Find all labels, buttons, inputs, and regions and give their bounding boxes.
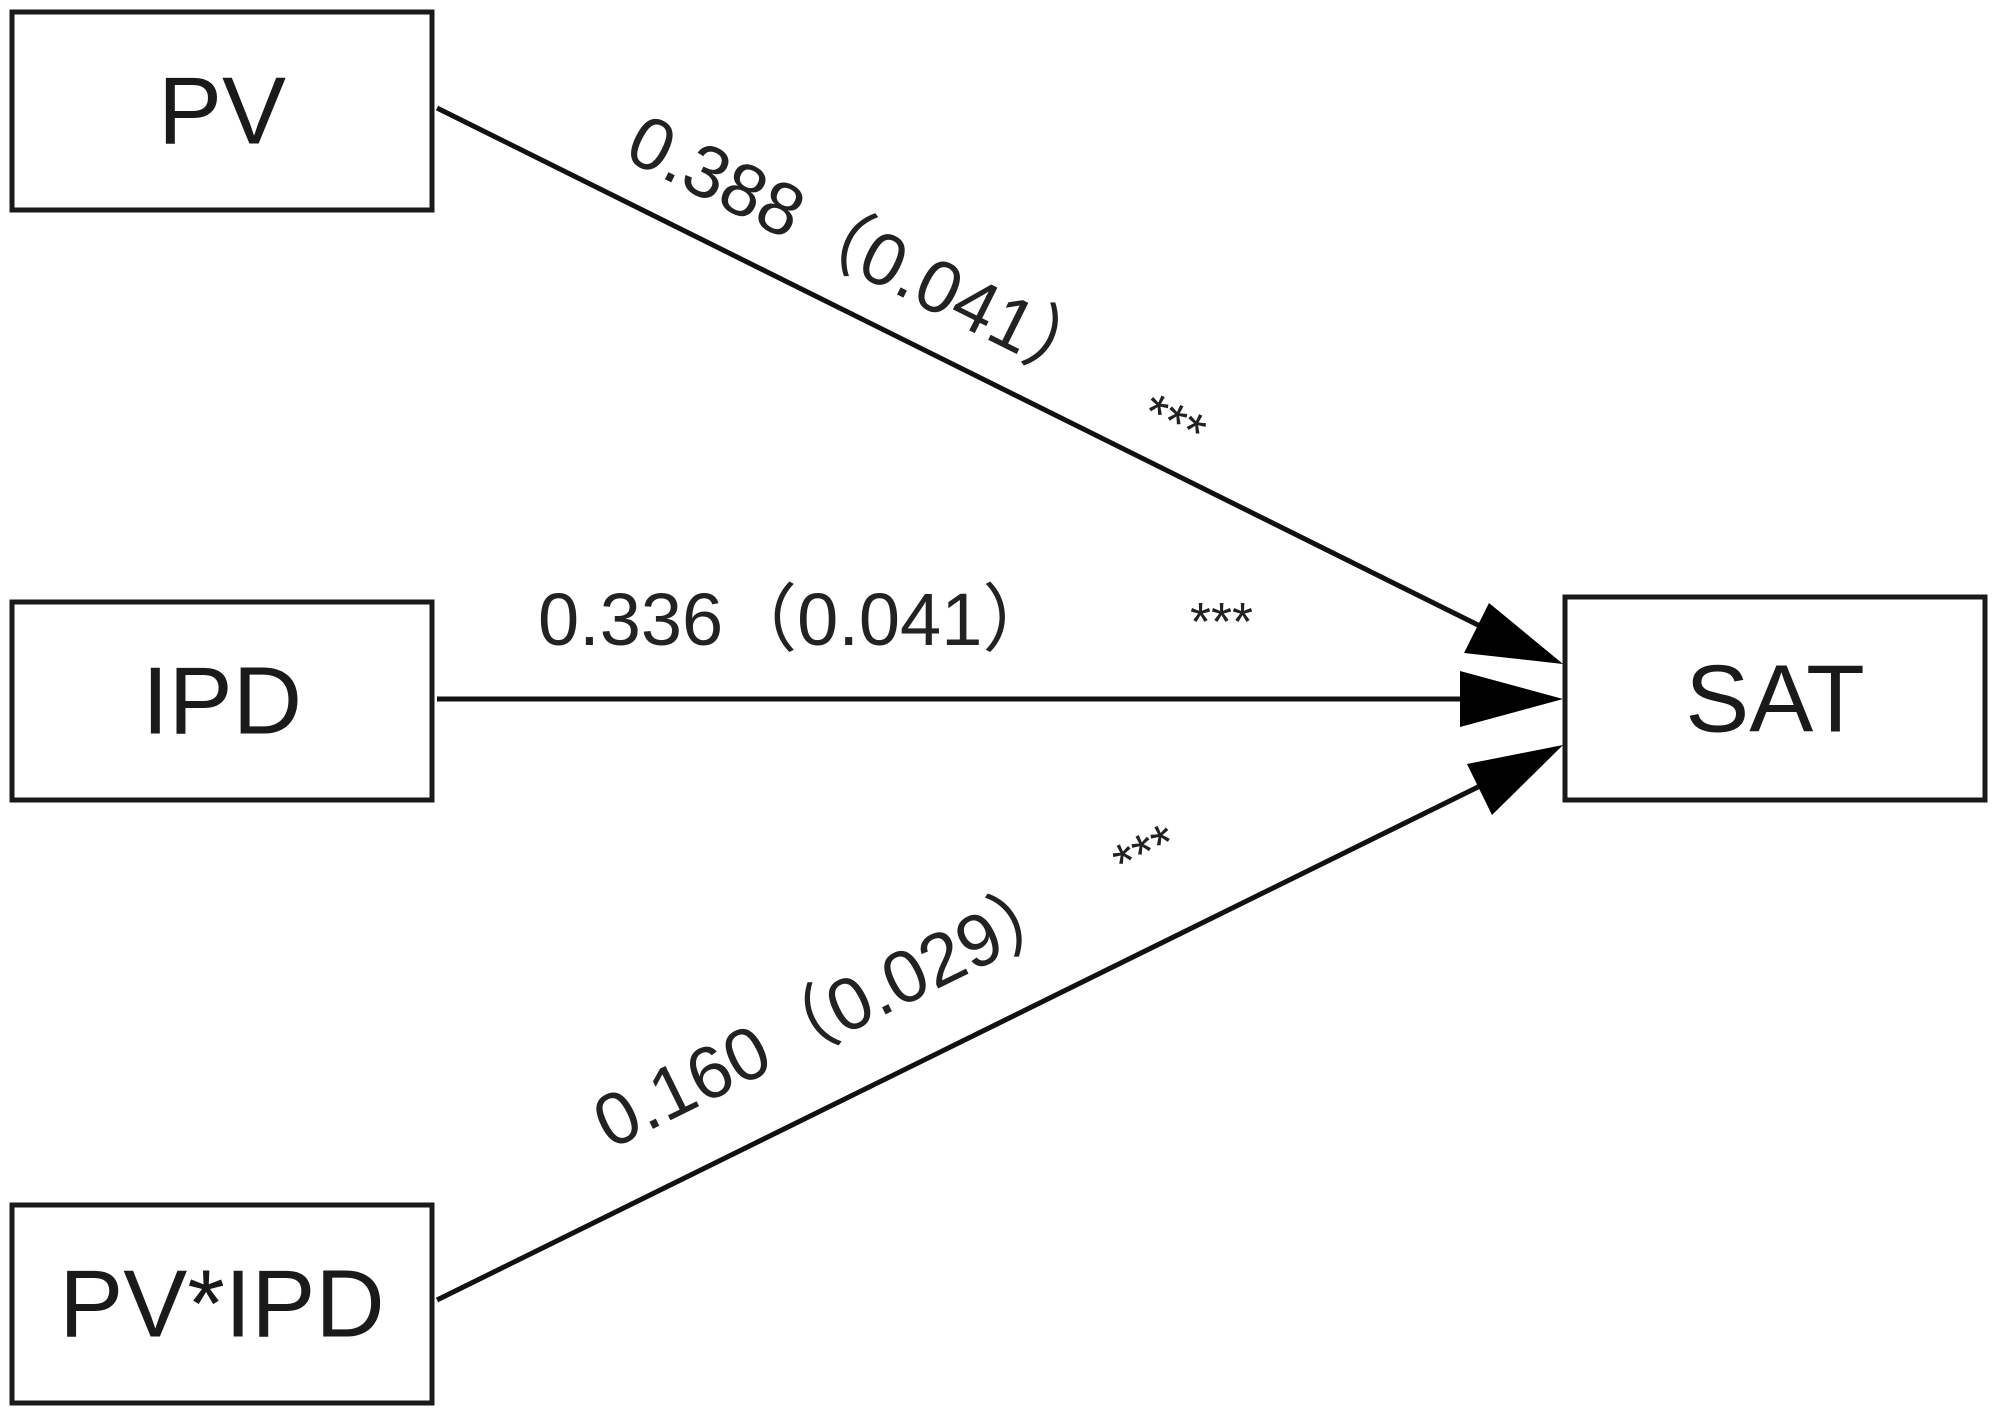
node-sat-box	[1562, 594, 1988, 803]
edge-interaction-sat-label-group: 0.160（0.029） ***	[580, 812, 1187, 1164]
edge-pv-sat-label-group: 0.388（0.041） ***	[615, 98, 1215, 464]
edge-interaction-sat-arrowhead	[1467, 745, 1563, 815]
edge-pv-sat	[435, 105, 1563, 664]
node-pv-label: PV	[158, 58, 286, 165]
node-ipd: IPD	[9, 599, 435, 803]
edge-ipd-sat	[437, 671, 1563, 727]
svg-text:0.160（0.029）: 0.160（0.029）	[580, 861, 1082, 1164]
node-pv: PV	[9, 9, 435, 213]
edge-pv-sat-line	[435, 105, 1482, 629]
edge-interaction-sat-line	[435, 783, 1482, 1303]
edge-pv-sat-arrowhead	[1464, 603, 1563, 664]
edge-ipd-sat-label-group: 0.336（0.041） ***	[538, 578, 1253, 661]
edge-interaction-sat	[435, 745, 1563, 1303]
node-ipd-box	[9, 599, 435, 803]
node-interaction-label: PV*IPD	[59, 1251, 384, 1358]
node-sat: SAT	[1562, 594, 1988, 803]
node-interaction-box	[9, 1202, 435, 1406]
edge-interaction-sat-se: （0.029）	[747, 861, 1083, 1083]
edge-pv-sat-se: （0.041）	[781, 180, 1116, 402]
edge-ipd-sat-coefficient: 0.336	[538, 578, 723, 661]
svg-text:0.388（0.041）: 0.388（0.041）	[615, 98, 1116, 403]
node-pv-box	[9, 9, 435, 213]
svg-text:0.336（0.041）: 0.336（0.041）	[538, 578, 1056, 661]
edge-pv-sat-coefficient: 0.388	[615, 98, 818, 255]
edge-ipd-sat-significance: ***	[1190, 592, 1253, 652]
edge-pv-sat-significance: ***	[1132, 382, 1215, 464]
edge-interaction-sat-significance: ***	[1104, 812, 1187, 894]
edge-interaction-sat-coefficient: 0.160	[580, 1008, 783, 1164]
node-interaction: PV*IPD	[9, 1202, 435, 1406]
node-ipd-label: IPD	[142, 648, 302, 755]
node-sat-label: SAT	[1685, 646, 1865, 753]
edge-ipd-sat-se: （0.041）	[723, 578, 1056, 661]
edge-ipd-sat-arrowhead	[1460, 671, 1563, 727]
